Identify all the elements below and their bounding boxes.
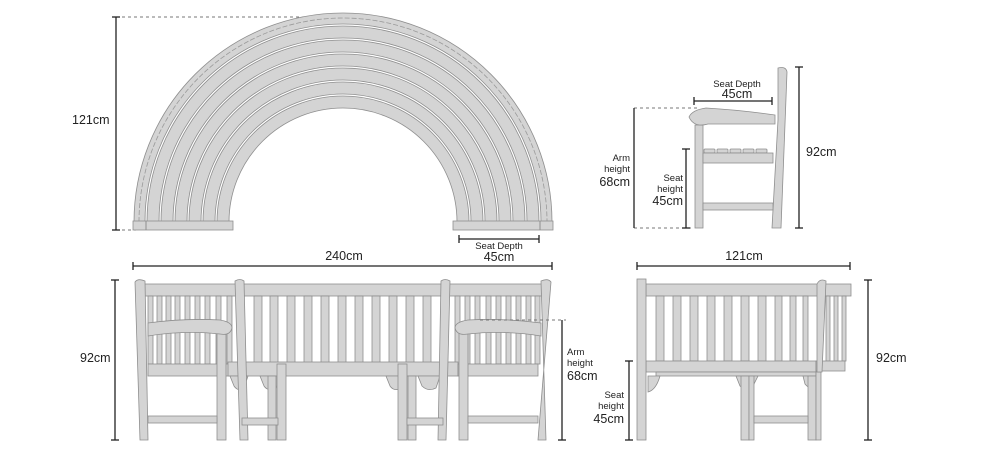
stretcher-rail <box>702 202 774 211</box>
front-arm-height-value: 68cm <box>567 369 598 383</box>
side-seat-caption-2: height <box>657 184 683 195</box>
front-view: 240cm 92cm <box>80 249 598 441</box>
centre-section-slats <box>253 295 432 365</box>
left-end-post <box>134 279 149 441</box>
side-arm-caption-2: height <box>604 164 630 175</box>
semicircle-seat-slats <box>133 12 553 223</box>
front-leg <box>694 124 704 229</box>
side-arm-caption-1: Arm <box>613 153 631 164</box>
seat-slats <box>703 148 768 154</box>
front-height-label: 92cm <box>80 351 111 365</box>
top-seat-depth-value: 45cm <box>484 250 515 264</box>
end-seat-height-value: 45cm <box>593 412 624 426</box>
centre-seat-rail <box>227 361 459 377</box>
top-view: 121cm Seat Depth 45cm <box>72 12 554 264</box>
end-width-label: 121cm <box>725 249 763 263</box>
front-arm-caption-2: height <box>567 358 593 369</box>
left-armrest <box>147 319 233 337</box>
left-base-rail <box>132 220 234 231</box>
top-seat-depth-caption: Seat Depth <box>475 241 523 252</box>
side-seat-height-value: 45cm <box>652 194 683 208</box>
seat-rail <box>702 152 774 164</box>
end-left-post <box>636 278 647 441</box>
end-seat-caption-1: Seat <box>604 390 624 401</box>
right-base-rail <box>452 220 554 231</box>
side-arm-height-value: 68cm <box>599 175 630 189</box>
end-seat-caption-2: height <box>598 401 624 412</box>
end-height-label: 92cm <box>876 351 907 365</box>
end-view: 121cm 92cm Seat height 45cm <box>593 249 907 441</box>
right-armrest <box>454 319 542 337</box>
end-seat-rail <box>645 360 817 373</box>
side-seat-depth-value: 45cm <box>722 87 753 101</box>
side-overall-height-label: 92cm <box>806 145 837 159</box>
side-seat-depth-caption: Seat Depth <box>713 79 761 90</box>
front-arm-caption-1: Arm <box>567 347 585 358</box>
back-post <box>771 67 788 229</box>
armrest <box>688 107 776 126</box>
top-view-height-label: 121cm <box>72 113 110 127</box>
side-profile-view: Seat Depth 45cm 92cm Arm height 68cm Sea… <box>599 66 837 229</box>
front-width-label: 240cm <box>325 249 363 263</box>
side-seat-caption-1: Seat <box>663 173 683 184</box>
centre-top-rail <box>243 283 442 297</box>
